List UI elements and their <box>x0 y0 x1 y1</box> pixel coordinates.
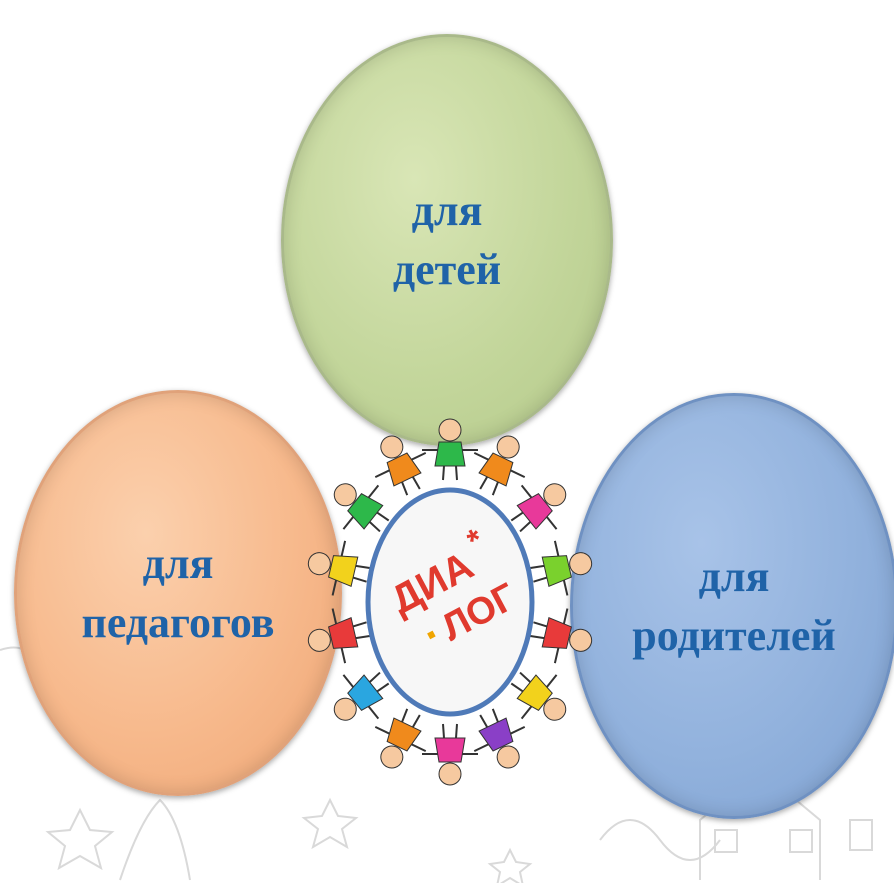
child-figure <box>422 723 478 786</box>
circle-for-parents: для родителей <box>570 393 894 819</box>
doodle-window-2 <box>789 829 813 853</box>
doodle-window-1 <box>714 829 738 853</box>
children-figures <box>307 418 593 786</box>
child-figure <box>333 671 390 721</box>
child-figure <box>530 608 593 664</box>
child-figure <box>307 540 370 596</box>
doodle-plant <box>119 798 191 881</box>
circle-teachers-line2: педагогов <box>81 598 275 647</box>
circle-for-children: для детей <box>281 34 613 446</box>
child-figure <box>473 708 526 769</box>
child-figure <box>473 435 526 496</box>
circle-children-line1: для <box>411 185 483 235</box>
circle-parents-line1: для <box>698 551 770 601</box>
circle-teachers-line1: для <box>142 538 214 588</box>
doodle-star-mid <box>301 797 359 850</box>
circle-for-teachers: для педагогов <box>14 390 342 796</box>
child-figure <box>510 483 567 533</box>
child-figure <box>374 435 427 496</box>
doodle-star-bottom <box>487 847 533 883</box>
circle-parents-line2: родителей <box>632 611 836 660</box>
child-figure <box>422 418 478 481</box>
child-figure <box>510 671 567 721</box>
children-ring-logo: ДИА · ЛОГ * <box>307 418 593 786</box>
doodle-swirl <box>599 819 721 861</box>
child-figure <box>333 483 390 533</box>
doodle-window-3 <box>849 819 873 851</box>
logo-circle <box>365 487 535 717</box>
child-figure <box>374 708 427 769</box>
doodle-star-left <box>45 807 115 871</box>
child-figure <box>307 608 370 664</box>
circle-children-line2: детей <box>392 245 502 294</box>
child-figure <box>530 540 593 596</box>
